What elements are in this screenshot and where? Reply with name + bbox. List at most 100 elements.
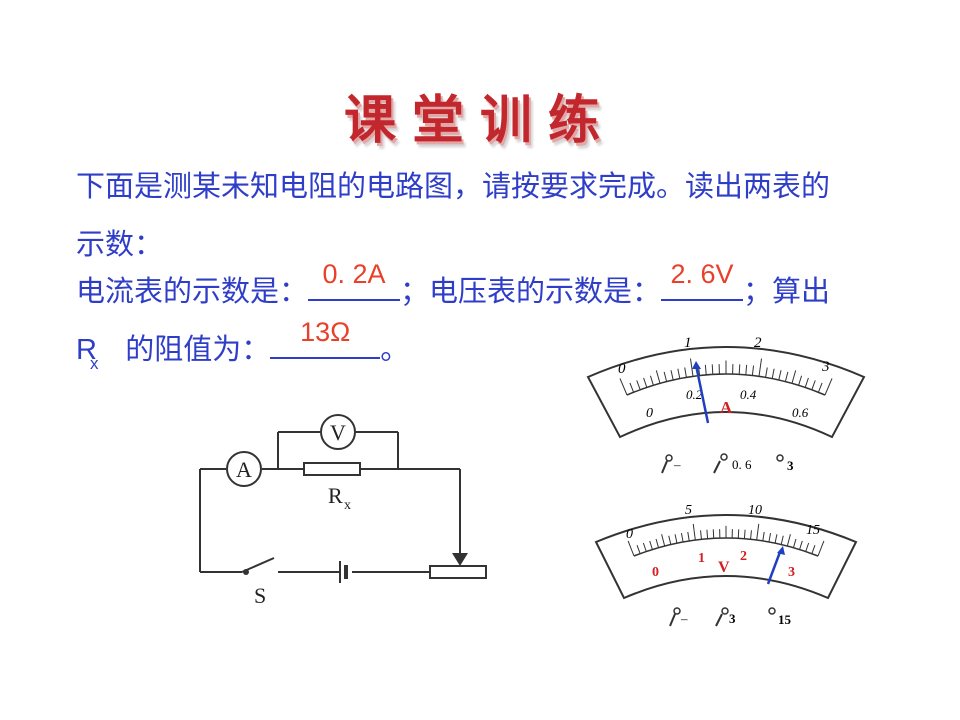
ammeter-answer: 0. 2A — [322, 259, 386, 289]
voltmeter-lower-1: 1 — [698, 551, 705, 566]
separator-text: ；电压表的示数是： — [400, 274, 662, 308]
dial-tick — [704, 364, 707, 375]
voltmeter-upper-3: 15 — [806, 523, 820, 538]
dial-tick — [687, 531, 690, 541]
dial-tick — [655, 538, 660, 548]
dial-tick — [677, 368, 681, 379]
question-line-1: 下面是测某未知电阻的电路图，请按要求完成。读出两表的 — [76, 169, 831, 203]
dial-tick — [629, 382, 635, 393]
dial-tick — [649, 375, 654, 386]
dial-tick — [711, 364, 714, 375]
dial-tick — [745, 364, 748, 375]
dial-tick — [670, 370, 674, 381]
dial-tick — [636, 545, 641, 554]
ammeter-lower-3: 0.6 — [792, 405, 809, 420]
resistor-label: R — [328, 483, 343, 508]
voltmeter-needle-tip — [777, 546, 785, 555]
dial-tick — [636, 380, 641, 390]
ammeter-unit: A — [720, 398, 733, 417]
dial-tick — [674, 534, 678, 544]
dial-tick — [661, 534, 666, 547]
voltmeter-dial: 0 5 10 15 0 1 2 3 V – 3 15 — [594, 503, 858, 627]
voltmeter-answer-blank: 2. 6V — [661, 259, 744, 301]
dial-tick — [627, 540, 635, 557]
ammeter-lower-2: 0.4 — [740, 387, 757, 402]
dial-tick — [700, 530, 702, 540]
ammeter-terminal-neg: – — [673, 457, 681, 472]
voltmeter-upper-1: 5 — [685, 503, 692, 518]
rheostat-slider-arrow — [452, 553, 468, 566]
dial-tick — [758, 358, 763, 377]
dial-tick — [811, 380, 816, 390]
ammeter-prefix: 电流表的示数是： — [76, 274, 309, 308]
dial-tick — [649, 540, 653, 550]
voltmeter-terminal-neg-icon — [669, 613, 676, 627]
ammeter-needle-tip — [692, 361, 701, 369]
voltmeter-symbol-circle — [320, 414, 356, 450]
dial-tick — [743, 529, 746, 539]
ammeter-terminal-neg-icon — [661, 460, 668, 474]
circuit-ammeter-label: A — [236, 457, 252, 482]
dial-tick — [738, 364, 741, 375]
voltmeter-needle — [766, 551, 782, 585]
dial-tick — [791, 370, 797, 384]
dial-tick — [817, 382, 823, 393]
dial-tick — [642, 542, 647, 552]
dial-tick — [750, 530, 752, 540]
dial-tick — [655, 370, 661, 384]
resistance-answer-blank: 13Ω — [270, 317, 381, 359]
voltmeter-lower-2: 2 — [740, 549, 747, 564]
voltmeter-unit: V — [718, 559, 730, 576]
dial-tick — [768, 532, 772, 543]
rheostat — [429, 565, 487, 579]
dial-tick — [762, 531, 765, 541]
dial-tick — [792, 538, 797, 548]
dial-tick — [751, 365, 755, 376]
dial-tick — [778, 370, 782, 381]
dial-tick — [805, 542, 810, 552]
ammeter-dial: 0 1 2 3 0 0.2 0.4 0.6 A – 0. 6 3 — [586, 335, 866, 474]
voltmeter-terminal-3: 3 — [729, 611, 736, 626]
dial-tick — [780, 535, 784, 545]
switch-label: S — [254, 583, 266, 608]
resistor-rx — [303, 462, 361, 476]
dial-tick — [689, 358, 694, 377]
resistance-answer: 13Ω — [300, 317, 351, 347]
question-line-2: 示数： — [76, 227, 164, 261]
voltmeter-lower-3: 3 — [788, 565, 795, 580]
end-text: 。 — [380, 332, 410, 366]
voltmeter-terminal-15: 15 — [778, 612, 792, 627]
dial-tick — [817, 540, 825, 557]
ammeter-lower-0: 0 — [646, 406, 653, 421]
ammeter-upper-2: 2 — [754, 335, 762, 351]
dial-tick — [765, 367, 768, 378]
dial-tick — [798, 375, 803, 386]
dial-tick — [619, 378, 628, 396]
voltmeter-upper-2: 10 — [748, 503, 762, 518]
dial-tick — [663, 371, 668, 382]
dial-tick — [784, 371, 789, 382]
ammeter-upper-3: 3 — [821, 359, 830, 375]
voltmeter-answer: 2. 6V — [670, 259, 734, 289]
question-line-3: 电流表的示数是：0. 2A；电压表的示数是：2. 6V；算出 — [76, 259, 830, 310]
dial-tick — [824, 378, 833, 396]
dial-tick — [680, 532, 684, 543]
dial-tick — [804, 377, 809, 388]
slide-title: 课堂训练 — [343, 91, 616, 151]
resistor-subscript: x — [344, 498, 351, 513]
ammeter-lower-1: 0.2 — [686, 387, 703, 402]
voltmeter-lower-0: 0 — [652, 565, 659, 580]
rx-r: R — [76, 334, 97, 366]
dial-tick — [643, 377, 648, 388]
ammeter-needle — [694, 364, 710, 424]
circuit-voltmeter-label: V — [330, 420, 346, 445]
rx-x: x — [90, 354, 99, 373]
voltmeter-upper-0: 0 — [626, 527, 633, 542]
voltmeter-terminal-neg: – — [680, 611, 688, 626]
resistance-prefix: 的阻值为： — [116, 332, 271, 366]
ammeter-terminal-06: 0. 6 — [732, 457, 752, 472]
voltmeter-terminal-3-icon — [715, 613, 723, 627]
dial-tick — [692, 523, 696, 541]
